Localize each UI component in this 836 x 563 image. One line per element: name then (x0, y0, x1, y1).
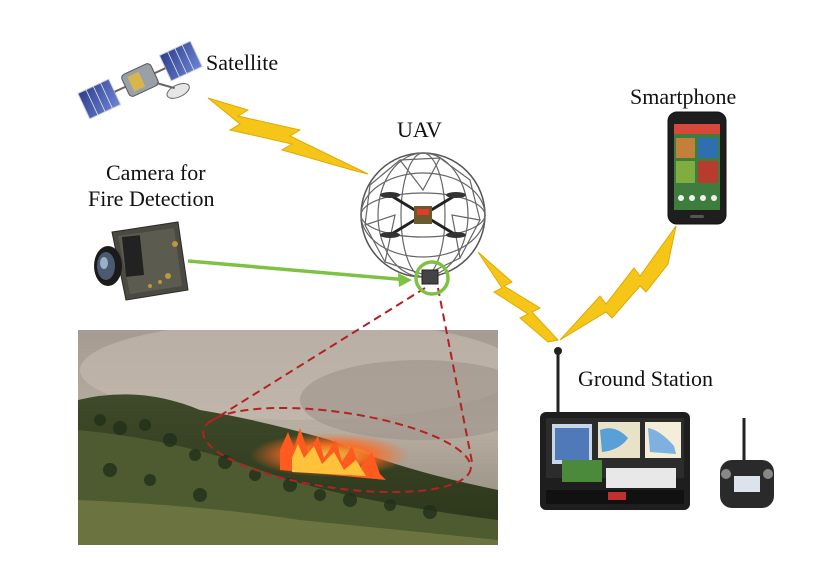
ground-station-case-icon (540, 347, 690, 510)
satellite-uav-link (207, 97, 369, 175)
camera-view-cone (202, 287, 473, 494)
onboard-camera-highlight (414, 260, 450, 296)
quadcopter-in-cage-icon (360, 152, 486, 296)
uav-ground-link (477, 251, 559, 343)
smartphone-label: Smartphone (630, 84, 736, 109)
satellite-label: Satellite (206, 50, 278, 75)
rc-transmitter-icon (720, 418, 774, 508)
onboard-camera (421, 269, 439, 285)
smartphone-icon (667, 111, 727, 225)
camera-label-line2: Fire Detection (88, 186, 214, 211)
camera-to-uav-link (187, 259, 412, 287)
camera-module-icon (94, 221, 189, 301)
forest-fire-photo (78, 330, 498, 545)
uav-label: UAV (397, 117, 442, 142)
lightning-links (207, 97, 677, 343)
camera-label-line1: Camera for (106, 160, 206, 185)
ground-smartphone-link (559, 225, 677, 341)
satellite-icon (77, 40, 203, 120)
fire-flames (250, 428, 410, 480)
ground-station-label: Ground Station (578, 366, 713, 391)
